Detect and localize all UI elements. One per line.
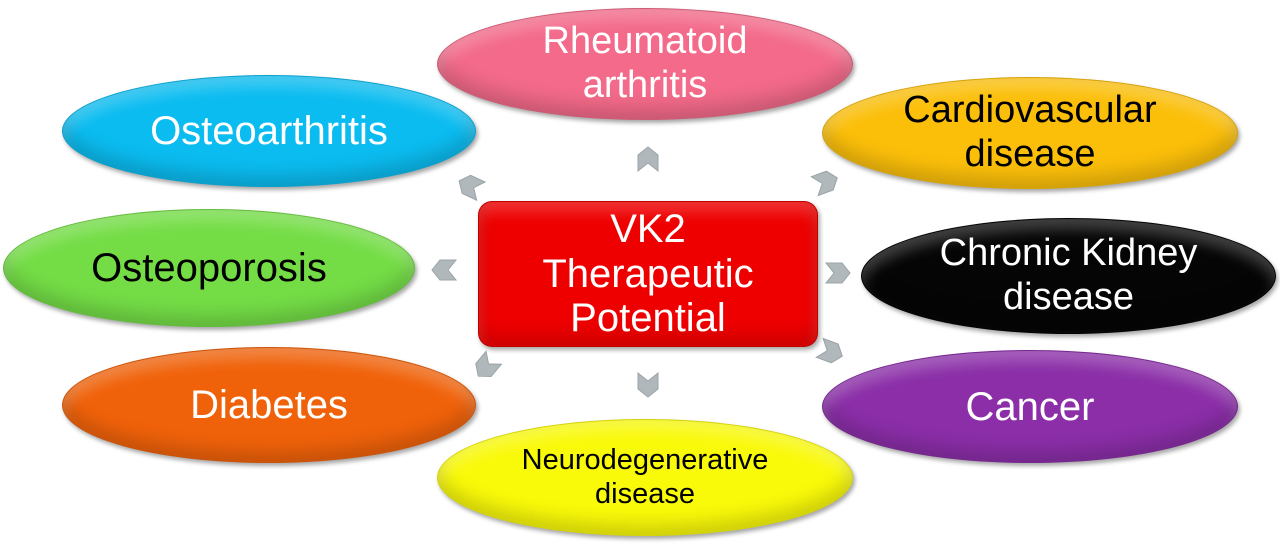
- node-label: Chronic Kidney disease: [939, 232, 1198, 318]
- node-rheumatoid-arthritis: Rheumatoid arthritis: [437, 8, 853, 120]
- node-label: Osteoarthritis: [150, 109, 388, 153]
- node-osteoarthritis: Osteoarthritis: [62, 75, 476, 187]
- center-label: VK2 Therapeutic Potential: [542, 206, 754, 341]
- node-neurodegenerative-disease: Neurodegenerative disease: [437, 419, 853, 536]
- node-label: Diabetes: [190, 383, 348, 427]
- node-diabetes: Diabetes: [62, 347, 476, 463]
- arrow-up-right-icon: [809, 166, 844, 198]
- arrow-right-icon: [824, 261, 852, 285]
- arrow-down-left-icon: [468, 349, 504, 386]
- arrow-down-right-icon: [814, 336, 849, 368]
- node-cardiovascular-disease: Cardiovascular disease: [822, 77, 1238, 189]
- arrow-up-left-icon: [452, 169, 488, 203]
- arrow-left-icon: [430, 258, 458, 282]
- arrow-up-icon: [636, 145, 660, 173]
- arrow-down-icon: [636, 371, 660, 399]
- node-label: Cancer: [965, 384, 1095, 429]
- node-label: Neurodegenerative disease: [521, 444, 769, 510]
- node-chronic-kidney-disease: Chronic Kidney disease: [861, 218, 1276, 334]
- node-cancer: Cancer: [822, 350, 1238, 463]
- node-label: Osteoporosis: [91, 246, 327, 290]
- node-label: Cardiovascular disease: [903, 89, 1157, 175]
- node-osteoporosis: Osteoporosis: [3, 209, 415, 327]
- center-box-vk2: VK2 Therapeutic Potential: [478, 201, 818, 347]
- node-label: Rheumatoid arthritis: [542, 20, 748, 106]
